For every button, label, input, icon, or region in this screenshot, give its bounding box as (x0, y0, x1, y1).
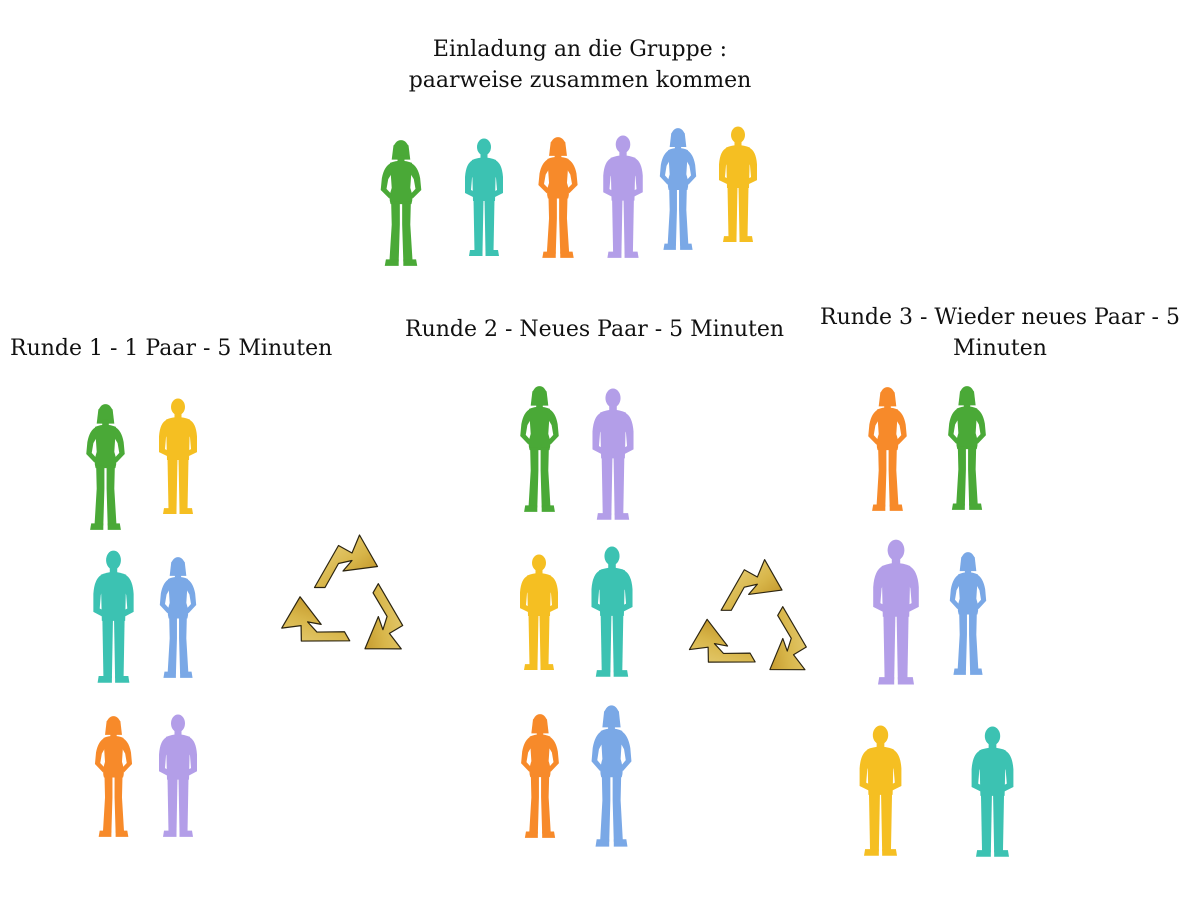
person-female-icon (948, 386, 986, 510)
round-1-pair-2-person-b (152, 555, 204, 680)
person-female-icon (538, 137, 578, 258)
person-female-icon (86, 404, 125, 530)
person-male-icon (591, 546, 633, 677)
recycle-icon (677, 548, 829, 693)
diagram-title: Einladung an die Gruppe : paarweise zusa… (330, 34, 830, 96)
title-line-2: paarweise zusammen kommen (408, 68, 752, 93)
person-female-icon (520, 386, 559, 512)
person-male-icon (159, 714, 197, 837)
round-3-pair-2-person-b (942, 550, 994, 677)
person-female-icon (521, 714, 559, 838)
group-person-5 (652, 126, 704, 252)
recycle-icon (270, 523, 425, 673)
round-1-pair-2-person-a (87, 550, 140, 685)
title-line-1: Einladung an die Gruppe : (432, 37, 728, 62)
person-male-icon (859, 725, 902, 856)
round-3-pair-1-person-b (940, 384, 994, 512)
person-male-icon (520, 554, 558, 671)
round-2-pair-2-person-b (585, 546, 639, 679)
round-2-pair-1-person-a (512, 384, 567, 514)
person-female-icon (659, 128, 697, 250)
person-female-icon (591, 705, 632, 847)
round-1-pair-1-person-a (78, 402, 133, 532)
person-male-icon (465, 138, 503, 256)
person-male-icon (873, 539, 919, 685)
round-1-pair-1-person-b (153, 398, 203, 516)
round-2-pair-2-person-a (514, 554, 564, 672)
person-female-icon (94, 716, 133, 837)
person-male-icon (603, 135, 643, 258)
person-male-icon (159, 398, 197, 515)
person-male-icon (592, 388, 634, 520)
person-male-icon (93, 550, 134, 683)
person-female-icon (159, 557, 197, 678)
person-female-icon (868, 387, 907, 511)
round-1-pair-3-person-a (87, 714, 140, 839)
person-male-icon (971, 726, 1014, 857)
group-person-3 (530, 135, 586, 260)
person-female-icon (380, 140, 422, 266)
round-1-label: Runde 1 - 1 Paar - 5 Minuten (10, 336, 333, 361)
round-3-pair-2-person-a (866, 539, 926, 687)
round-3-pair-3-person-a (853, 725, 908, 858)
round-2-pair-1-person-b (586, 388, 640, 522)
round-2-pair-3-person-b (583, 703, 640, 849)
person-male-icon (719, 126, 757, 243)
round-3-pair-3-person-b (965, 726, 1020, 859)
group-person-1 (372, 138, 430, 268)
round-2-label: Runde 2 - Neues Paar - 5 Minuten (405, 317, 785, 342)
person-female-icon (949, 552, 987, 675)
round-1-pair-3-person-b (153, 714, 203, 839)
group-person-4 (597, 135, 649, 260)
group-person-6 (713, 126, 763, 244)
round-3-pair-1-person-a (860, 385, 915, 513)
round-2-pair-3-person-a (513, 712, 567, 840)
round-3-label: Runde 3 - Wieder neues Paar - 5 Minuten (820, 305, 1180, 361)
group-person-2 (459, 138, 509, 258)
